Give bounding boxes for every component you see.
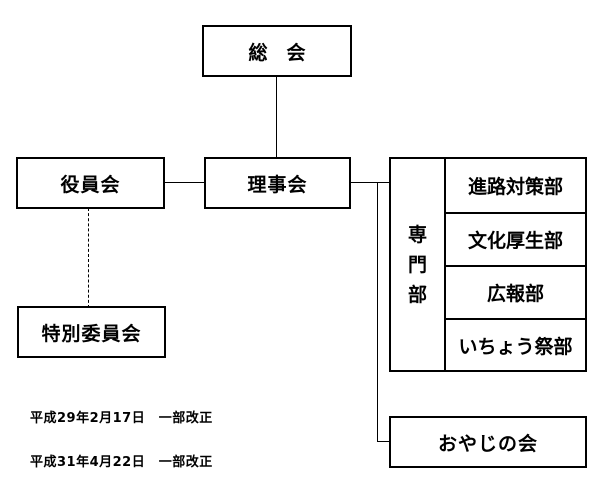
department-item-label: いちょう祭部 bbox=[458, 335, 573, 358]
department-item: 広報部 bbox=[446, 265, 585, 318]
department-item-label: 文化厚生部 bbox=[467, 230, 563, 252]
department-item: 進路対策部 bbox=[446, 159, 585, 212]
department-label-char: 部 bbox=[407, 283, 427, 306]
department-label-char: 専 bbox=[407, 223, 427, 246]
connector-officers-board bbox=[165, 182, 205, 183]
department-group: 専 門 部 進路対策部 文化厚生部 広報部 いちょう祭部 bbox=[389, 157, 587, 372]
revision-note: 平成31年4月22日 一部改正 bbox=[30, 455, 213, 470]
connector-to-oyaji bbox=[377, 441, 391, 442]
department-label-char: 門 bbox=[407, 253, 427, 276]
connector-trunk-vertical bbox=[377, 182, 378, 442]
officers-box: 役員会 bbox=[16, 157, 165, 209]
department-item-label: 広報部 bbox=[486, 283, 544, 305]
board-box: 理事会 bbox=[204, 157, 351, 209]
connector-assembly-board bbox=[276, 77, 277, 158]
board-label: 理事会 bbox=[247, 173, 308, 196]
special-committee-label: 特別委員会 bbox=[41, 322, 142, 345]
oyaji-box: おやじの会 bbox=[389, 416, 587, 468]
connector-board-department bbox=[350, 182, 390, 183]
department-item-label: 進路対策部 bbox=[467, 176, 563, 198]
oyaji-label: おやじの会 bbox=[437, 432, 538, 455]
department-group-label: 専 門 部 bbox=[391, 159, 446, 370]
revision-note: 平成29年2月17日 一部改正 bbox=[30, 411, 213, 426]
special-committee-box: 特別委員会 bbox=[17, 306, 166, 358]
department-item: いちょう祭部 bbox=[446, 318, 585, 370]
general-assembly-label: 総 会 bbox=[248, 41, 306, 64]
officers-label: 役員会 bbox=[60, 173, 121, 196]
connector-officers-special-dashed bbox=[88, 208, 89, 308]
general-assembly-box: 総 会 bbox=[202, 25, 352, 77]
department-item: 文化厚生部 bbox=[446, 212, 585, 265]
